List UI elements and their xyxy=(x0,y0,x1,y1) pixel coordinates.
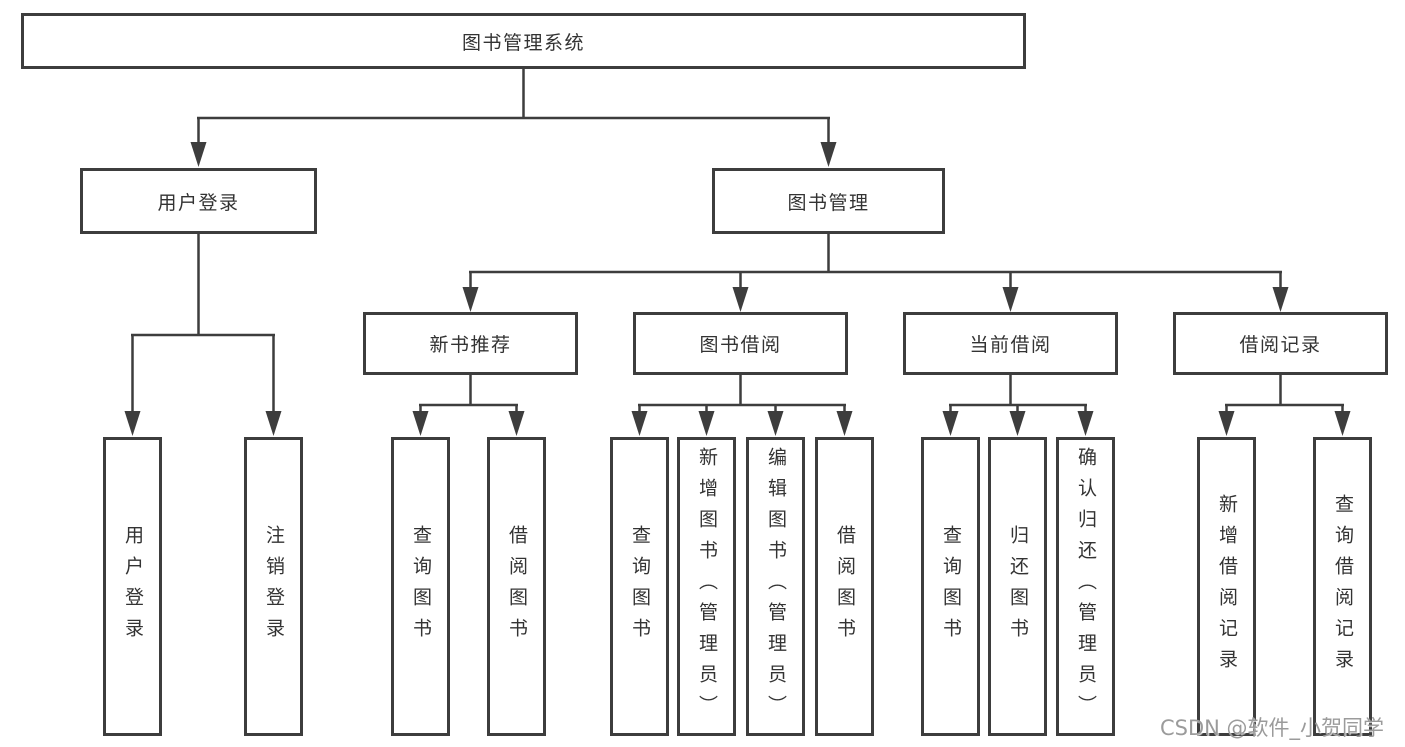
node-borrow-record: 借阅记录 xyxy=(1173,312,1388,375)
node-book-borrow-label: 图书借阅 xyxy=(699,334,782,356)
leaf-current-query-book: 查询图书 xyxy=(921,437,980,736)
leaf-user-login: 用户登录 xyxy=(103,437,162,736)
watermark-text: CSDN @软件_小贺同学 xyxy=(1160,716,1385,740)
leaf-record-add-borrow-record: 新增借阅记录 xyxy=(1197,437,1256,736)
node-book-management-label: 图书管理 xyxy=(787,191,870,214)
node-current-borrow: 当前借阅 xyxy=(903,312,1118,375)
node-new-book-recommend-label: 新书推荐 xyxy=(429,334,512,356)
node-book-management: 图书管理 xyxy=(712,168,945,234)
leaf-borrow-edit-book-admin: 编辑图书（管理员） xyxy=(746,437,805,736)
leaf-borrow-borrow-book: 借阅图书 xyxy=(815,437,874,736)
leaf-borrow-query-book: 查询图书 xyxy=(610,437,669,736)
leaf-newrec-query-book: 查询图书 xyxy=(391,437,450,736)
node-root-label: 图书管理系统 xyxy=(461,31,585,54)
node-user-login-label: 用户登录 xyxy=(157,191,240,214)
leaf-current-return-book: 归还图书 xyxy=(988,437,1047,736)
node-root-system: 图书管理系统 xyxy=(21,13,1026,69)
leaf-current-confirm-return-admin: 确认归还（管理员） xyxy=(1056,437,1115,736)
leaf-record-query-borrow-record: 查询借阅记录 xyxy=(1313,437,1372,736)
node-current-borrow-label: 当前借阅 xyxy=(969,334,1052,356)
node-new-book-recommend: 新书推荐 xyxy=(363,312,578,375)
leaf-borrow-add-book-admin: 新增图书（管理员） xyxy=(677,437,736,736)
leaf-logout: 注销登录 xyxy=(244,437,303,736)
node-user-login: 用户登录 xyxy=(80,168,317,234)
node-borrow-record-label: 借阅记录 xyxy=(1239,334,1322,356)
node-book-borrow: 图书借阅 xyxy=(633,312,848,375)
leaf-newrec-borrow-book: 借阅图书 xyxy=(487,437,546,736)
